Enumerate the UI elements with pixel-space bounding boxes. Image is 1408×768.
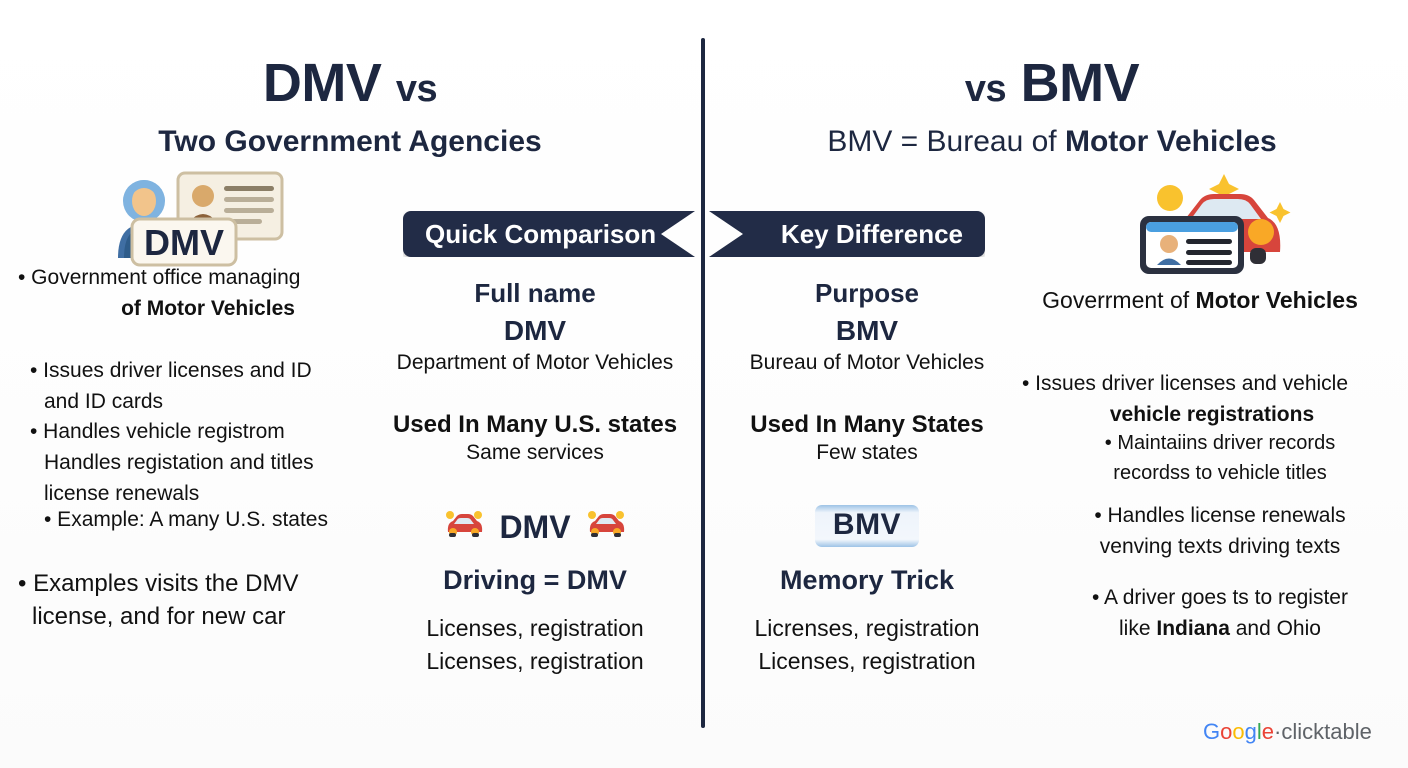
cr-footer: Licrenses, registration Licenses, regist… — [702, 612, 1032, 678]
watermark-o2: o — [1232, 719, 1245, 744]
watermark-g: G — [1203, 719, 1221, 744]
right-bullet-4-line2-pre: like — [1119, 617, 1157, 640]
key-difference-banner[interactable]: Key Difference — [709, 211, 985, 257]
cl-footer-line2: Licenses, registration — [426, 648, 644, 674]
right-bullet-4: • A driver goes ts to register like Indi… — [1040, 582, 1400, 644]
cr-badge-wrap: BMV — [712, 505, 1022, 547]
watermark-o1: o — [1220, 719, 1233, 744]
cl-equation: Driving = DMV — [443, 565, 627, 595]
cl-emoji-row: DMV — [370, 508, 700, 546]
red-car-icon — [585, 508, 627, 546]
cr-section2-sub: Few states — [816, 441, 918, 464]
right-bullet-4-line1: • A driver goes ts to register — [1092, 586, 1348, 609]
right-bullet-2-line2: recordss to vehicle titles — [1113, 462, 1327, 484]
key-difference-label: Key Difference — [780, 218, 963, 249]
right-subtitle-plain: BMV = Bureau of — [827, 125, 1065, 158]
left-panel-subtitle: Two Government Agencies — [158, 125, 542, 158]
right-bullet-3: • Handles license renewals venving texts… — [1040, 500, 1400, 562]
left-bullet-5-line2: license, and for new car — [32, 603, 286, 630]
right-bullet-1-line1: • Issues driver licenses and vehicle — [1022, 372, 1349, 395]
cl-section1-head: Full name — [474, 278, 596, 308]
red-car-icon — [443, 508, 485, 546]
right-bullet-2: • Maintaiins driver records recordss to … — [1040, 428, 1400, 488]
right-bullet-1-line2: vehicle registrations — [1109, 403, 1315, 426]
left-panel-title: DMV vs — [0, 52, 700, 114]
right-panel-subtitle: BMV = Bureau of Motor Vehicles — [702, 125, 1402, 159]
left-bullet-4: • Example: A many U.S. states — [30, 508, 410, 532]
dmv-person-id-card-icon: DMV — [100, 163, 290, 273]
right-panel-title: vs BMV — [702, 52, 1402, 114]
cl-section1-sub: Department of Motor Vehicles — [396, 351, 674, 374]
right-heading: Goverrment of Motor Vehicles — [1000, 287, 1400, 314]
google-clicktable-watermark: Google·clicktable — [1203, 719, 1372, 745]
left-bullet-1-line1: • Government office managing — [18, 266, 301, 289]
left-bullet-5: • Examples visits the DMV license, and f… — [18, 567, 408, 633]
right-title-vs: vs — [964, 68, 1007, 110]
key-difference-content: Purpose BMV Bureau of Motor Vehicles Use… — [712, 278, 1022, 465]
left-bullet-1-line2: of Motor Vehicles — [121, 297, 295, 320]
bmv-badge: BMV — [814, 505, 920, 547]
cl-footer: Licenses, registration Licenses, registr… — [360, 612, 710, 678]
right-heading-bold: Motor Vehicles — [1195, 287, 1358, 313]
left-title-vs: vs — [395, 68, 438, 110]
cl-emoji-label: DMV — [499, 508, 571, 545]
watermark-tail: ·clicktable — [1274, 719, 1372, 744]
right-bullet-3-line1: • Handles license renewals — [1094, 504, 1346, 527]
left-bullet-4-line1: • Example: A many U.S. states — [44, 508, 328, 531]
cl-section2-head: Used In Many U.S. states — [392, 411, 678, 438]
right-subtitle-bold: Motor Vehicles — [1064, 125, 1277, 158]
right-bullet-3-line2: venving texts driving texts — [1099, 535, 1341, 558]
cr-section1-abbr: BMV — [835, 315, 899, 346]
left-bullet-3-line3: license renewals — [44, 482, 200, 505]
cr-spacer — [712, 375, 1022, 411]
right-title-text: BMV — [1020, 53, 1140, 113]
left-bullet-5-line1: • Examples visits the DMV — [18, 570, 299, 597]
left-bullet-3-line2: Handles registation and titles — [44, 451, 314, 474]
cr-section1-head: Purpose — [814, 278, 920, 308]
cl-footer-line1: Licenses, registration — [426, 615, 644, 641]
left-bullet-2-line1: • Issues driver licenses and ID — [30, 359, 312, 382]
cr-section2-head: Used In Many States — [750, 411, 984, 438]
right-bullet-2-line1: • Maintaiins driver records — [1104, 432, 1336, 454]
left-bullet-3-line1: • Handles vehicle registrom — [30, 420, 285, 443]
left-bullet-2-line2: and ID cards — [44, 390, 164, 413]
cr-section1-sub: Bureau of Motor Vehicles — [749, 351, 985, 374]
left-bullet-2: • Issues driver licenses and ID and ID c… — [30, 355, 400, 417]
watermark-g2: g — [1244, 719, 1257, 744]
center-divider — [701, 38, 705, 728]
cr-footer-line2: Licenses, registration — [758, 648, 976, 674]
svg-text:DMV: DMV — [144, 222, 224, 263]
quick-comparison-banner[interactable]: Quick Comparison — [403, 211, 695, 257]
left-title-text: DMV — [262, 53, 382, 113]
right-heading-plain: Goverrment of — [1042, 287, 1196, 313]
cl-section1-abbr: DMV — [503, 315, 567, 346]
left-bullet-3: • Handles vehicle registrom Handles regi… — [30, 416, 410, 509]
cr-equation: Memory Trick — [779, 565, 955, 595]
right-bullet-4-line2-post: and Ohio — [1229, 617, 1321, 640]
cr-footer-line1: Licrenses, registration — [754, 615, 980, 641]
cl-spacer — [370, 375, 700, 411]
quick-comparison-label: Quick Comparison — [425, 218, 657, 249]
watermark-l: l — [1256, 719, 1262, 744]
quick-comparison-content: Full name DMV Department of Motor Vehicl… — [370, 278, 700, 465]
bmv-car-license-icon — [1128, 160, 1313, 280]
right-bullet-1: • Issues driver licenses and vehicle veh… — [1022, 368, 1402, 430]
right-bullet-4-line2-bold: Indiana — [1156, 617, 1230, 640]
left-bullet-1: • Government office managing of Motor Ve… — [18, 262, 388, 324]
cl-section2-sub: Same services — [466, 441, 604, 464]
watermark-e: e — [1261, 719, 1275, 744]
